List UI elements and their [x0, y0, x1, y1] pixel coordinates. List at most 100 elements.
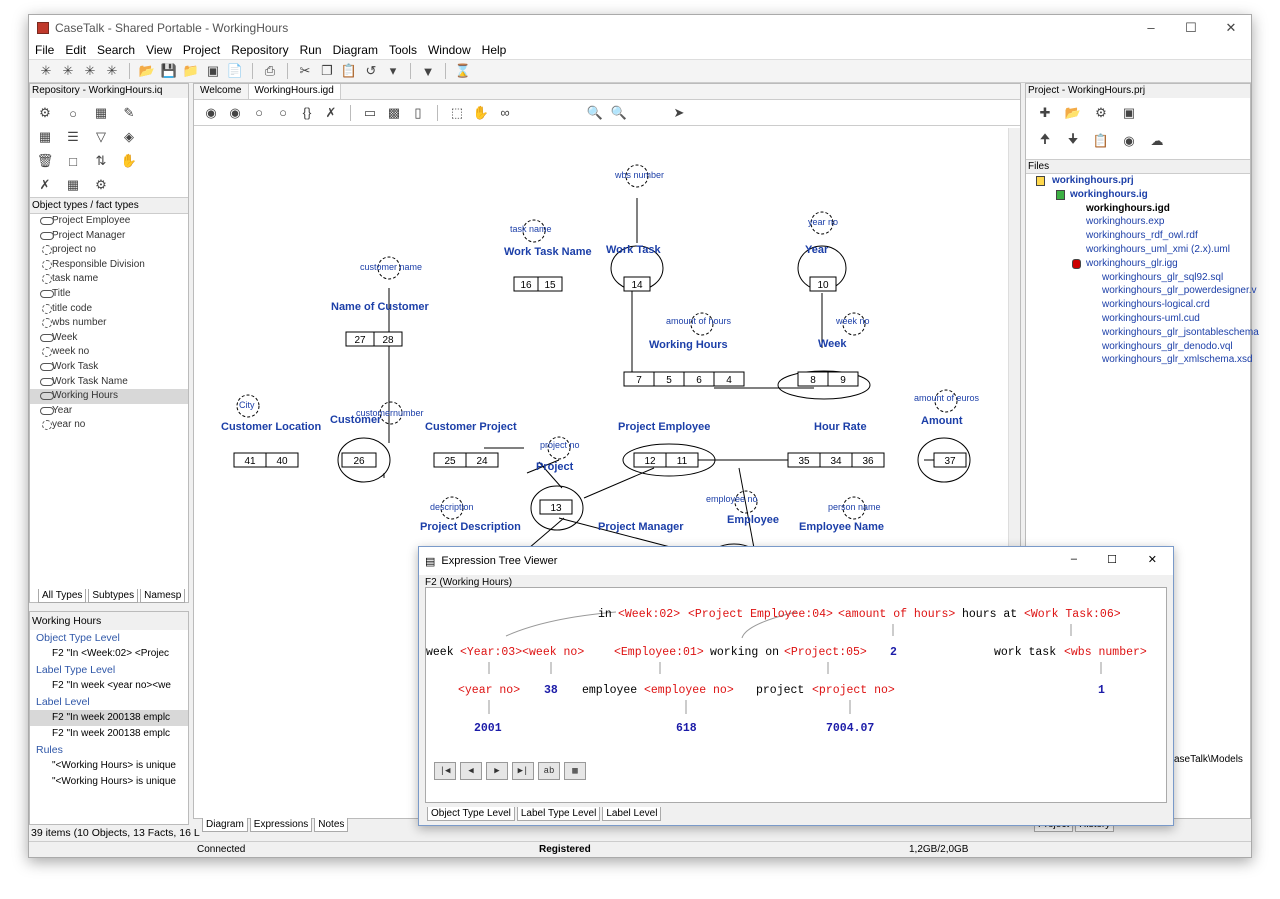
label-amount[interactable]: Amount — [921, 415, 963, 427]
label-customer[interactable]: Customer — [330, 414, 382, 426]
add-icon[interactable]: ✚ — [1039, 105, 1051, 120]
file-tree-item[interactable]: workinghours.igd — [1086, 202, 1170, 214]
file-tree-item[interactable]: workinghours-uml.cud — [1102, 312, 1200, 324]
menu-help[interactable]: Help — [481, 43, 507, 57]
connect-icon[interactable]: ∞ — [500, 105, 510, 120]
label-customer-project[interactable]: Customer Project — [425, 421, 517, 433]
role-year-no[interactable]: year no — [808, 217, 839, 227]
role-task-name[interactable]: task name — [510, 224, 552, 234]
bug-icon[interactable]: ✳ — [40, 63, 52, 78]
link-icon[interactable]: ▯ — [414, 104, 422, 120]
list-item[interactable]: F2 "In week 200138 emplc — [30, 710, 188, 726]
label-project-manager[interactable]: Project Manager — [598, 521, 684, 533]
file-tree-item[interactable]: workinghours_glr_denodo.vql — [1102, 340, 1233, 352]
zoom-in-icon[interactable]: 🔍 — [586, 104, 604, 120]
file-tree-item[interactable]: workinghours_rdf_owl.rdf — [1086, 230, 1198, 242]
minimize-button[interactable]: – — [1147, 20, 1155, 35]
grid-x-icon[interactable]: ▦ — [66, 177, 80, 192]
menu-search[interactable]: Search — [97, 43, 136, 57]
braces-icon[interactable]: {} — [302, 105, 312, 120]
view-list-icon[interactable]: ▦ — [38, 129, 52, 144]
list-item[interactable]: "<Working Hours> is unique — [52, 760, 176, 771]
file-tree-item[interactable]: workinghours.exp — [1086, 216, 1165, 228]
hand-icon[interactable]: ✋ — [472, 104, 490, 120]
file-tree-item[interactable]: workinghours_glr_xmlschema.xsd — [1102, 354, 1253, 366]
tab-label-level[interactable]: Label Level — [602, 807, 662, 821]
role-wbs-number[interactable]: wbs number — [615, 170, 665, 180]
filter-icon[interactable]: ▽ — [96, 129, 106, 144]
file-tree-item[interactable]: workinghours_glr.igg — [1026, 257, 1250, 271]
tab-namespaces[interactable]: Namesp — [140, 589, 186, 603]
lock-icon[interactable]: ◉ — [1123, 133, 1135, 148]
tab-subtypes[interactable]: Subtypes — [88, 589, 139, 603]
label-project[interactable]: Project — [536, 461, 574, 473]
maximize-button[interactable]: ☐ — [1107, 554, 1117, 566]
list-item[interactable]: Week — [30, 331, 188, 346]
previous-icon[interactable]: ◀ — [460, 762, 482, 780]
file-tree-item[interactable]: workinghours_glr_jsontableschema — [1102, 326, 1259, 338]
circle-icon[interactable]: ◉ — [229, 104, 241, 120]
roles-icon[interactable]: ▩ — [387, 104, 401, 120]
bug-green-icon[interactable]: ✳ — [62, 63, 74, 78]
list-item[interactable]: project no — [30, 243, 188, 258]
zoom-out-icon[interactable]: 🔍 — [610, 104, 628, 120]
file-tree-item[interactable]: workinghours.ig — [1026, 188, 1250, 202]
label-hour-rate[interactable]: Hour Rate — [814, 421, 867, 433]
label-name-of-customer[interactable]: Name of Customer — [331, 301, 429, 313]
hand-icon[interactable]: ✋ — [120, 153, 138, 168]
list-item[interactable]: week no — [30, 345, 188, 360]
role-amount-of-hours[interactable]: amount of hours — [666, 316, 732, 326]
select-icon[interactable]: ⬚ — [450, 104, 464, 120]
tab-object-type-level[interactable]: Object Type Level — [427, 807, 515, 821]
label-employee[interactable]: Employee — [727, 514, 779, 526]
list-item[interactable]: title code — [30, 302, 188, 317]
menu-diagram[interactable]: Diagram — [332, 43, 378, 57]
paint-icon[interactable]: ✎ — [123, 105, 135, 120]
x-icon[interactable]: ✗ — [325, 104, 337, 120]
menu-tools[interactable]: Tools — [388, 43, 417, 57]
list-item[interactable]: "<Working Hours> is unique — [52, 776, 176, 787]
first-icon[interactable]: |◀ — [434, 762, 456, 780]
list-item[interactable]: Title — [30, 287, 188, 302]
role-description[interactable]: description — [430, 502, 474, 512]
disk-icon[interactable]: ▣ — [206, 63, 220, 78]
label-week[interactable]: Week — [818, 338, 847, 350]
list-item[interactable]: year no — [30, 418, 188, 433]
list-item[interactable]: F2 "In week 200138 emplc — [52, 728, 171, 739]
label-icon[interactable]: ○ — [279, 105, 287, 120]
x-icon[interactable]: ✗ — [39, 177, 51, 192]
arrow-icon[interactable]: ➤ — [673, 104, 685, 120]
tab-expressions[interactable]: Expressions — [249, 818, 313, 832]
open-folder-icon[interactable]: 📂 — [138, 63, 156, 78]
role-city[interactable]: City — [239, 400, 255, 410]
next-icon[interactable]: ▶ — [486, 762, 508, 780]
gear-icon[interactable]: ⚙ — [1095, 105, 1107, 120]
grid-icon[interactable]: ▦ — [564, 762, 586, 780]
ab-icon[interactable]: □ — [69, 153, 77, 169]
copy-icon[interactable]: ❐ — [321, 63, 333, 78]
list-item[interactable]: Responsible Division — [30, 258, 188, 273]
record-icon[interactable]: ◉ — [205, 104, 217, 120]
label-work-task[interactable]: Work Task — [606, 244, 661, 256]
menu-run[interactable]: Run — [299, 43, 322, 57]
minimize-button[interactable]: – — [1070, 553, 1077, 565]
label-employee-name[interactable]: Employee Name — [799, 521, 884, 533]
label-working-hours[interactable]: Working Hours — [649, 339, 728, 351]
sort-icon[interactable]: ⇅ — [95, 153, 107, 168]
list-item[interactable]: Working Hours — [30, 389, 188, 404]
file-tree-item[interactable]: workinghours_glr_powerdesigner.v — [1102, 285, 1257, 297]
list-item[interactable]: Project Manager — [30, 229, 188, 244]
list-item[interactable]: F2 "In week <year no><we — [52, 680, 171, 691]
arrow-up-icon[interactable]: 🠉 — [1039, 131, 1051, 146]
folder-open-icon[interactable]: 📂 — [1064, 105, 1082, 120]
tab-diagram[interactable]: Diagram — [202, 818, 248, 832]
bug-off-icon[interactable]: ✳ — [84, 63, 96, 78]
list-item[interactable]: Project Employee — [30, 214, 188, 229]
tab-all-types[interactable]: All Types — [38, 589, 87, 603]
label-work-task-name[interactable]: Work Task Name — [504, 246, 592, 258]
chevron-down-icon[interactable]: ▾ — [389, 63, 397, 78]
menu-view[interactable]: View — [146, 43, 172, 57]
arrow-down-icon[interactable]: 🠋 — [1067, 131, 1079, 146]
delete-icon[interactable]: 🗑 — [36, 153, 54, 168]
hourglass-icon[interactable]: ⌛ — [454, 63, 472, 78]
